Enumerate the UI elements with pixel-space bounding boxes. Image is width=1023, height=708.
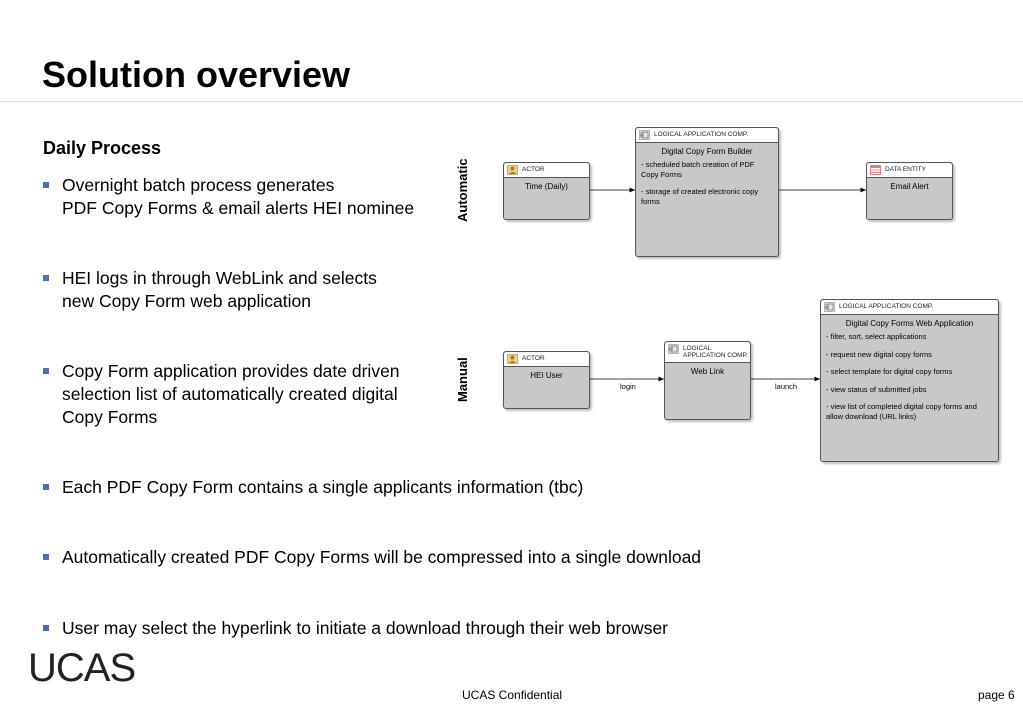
actor-hei-box: ACTOR HEI User <box>503 351 590 409</box>
application-component-icon <box>668 344 679 354</box>
component-feature: - view list of completed digital copy fo… <box>826 402 977 421</box>
component-feature: - view status of submitted jobs <box>826 384 927 394</box>
edge-label-login: login <box>620 382 636 391</box>
bullet-marker <box>43 625 49 631</box>
data-entity-icon <box>870 165 881 175</box>
bullet-marker <box>43 554 49 560</box>
bullet-marker <box>43 275 49 281</box>
component-kind-label: LOGICAL APPLICATION COMP. <box>654 131 749 138</box>
application-component-icon <box>639 130 650 140</box>
component-feature: - select template for digital copy forms <box>826 367 953 376</box>
bullet-marker <box>43 484 49 490</box>
actor-kind-label: ACTOR <box>522 166 545 173</box>
slide-title: Solution overview <box>42 54 351 95</box>
actor-time-name: Time (Daily) <box>525 182 568 191</box>
web-link-name: Web Link <box>690 367 725 376</box>
ucas-logo: UCAS <box>28 648 136 686</box>
logo-text: UCAS <box>28 648 135 686</box>
copy-form-builder-box: LOGICAL APPLICATION COMP. Digital Copy F… <box>635 127 779 257</box>
bullet-text: Overnight batch process generates PDF Co… <box>62 175 415 218</box>
component-feature: - request new digital copy forms <box>826 349 932 359</box>
title-divider <box>0 101 1023 102</box>
bullet-text: HEI logs in through WebLink and selects … <box>62 268 377 311</box>
bullet-text: Each PDF Copy Form contains a single app… <box>62 477 584 497</box>
page-number: page 6 <box>978 688 1015 702</box>
actor-icon <box>507 165 518 175</box>
component-feature: - scheduled batch creation of PDF Copy F… <box>641 160 755 179</box>
edge-label-launch: launch <box>775 382 798 391</box>
component-kind-label: LOGICAL APPLICATION COMP. <box>683 345 748 359</box>
copy-form-builder-name: Digital Copy Form Builder <box>661 147 753 156</box>
actor-kind-label: ACTOR <box>522 355 545 362</box>
bullet-text: Automatically created PDF Copy Forms wil… <box>62 547 702 567</box>
web-application-box: LOGICAL APPLICATION COMP. Digital Copy F… <box>820 299 999 462</box>
bullet-marker <box>43 182 49 188</box>
footer-confidential: UCAS Confidential <box>462 688 563 702</box>
actor-hei-name: HEI User <box>530 371 563 380</box>
entity-kind-label: DATA ENTITY <box>885 166 926 173</box>
web-application-name: Digital Copy Forms Web Application <box>845 319 974 328</box>
actor-time-box: ACTOR Time (Daily) <box>503 162 590 220</box>
section-heading: Daily Process <box>43 138 162 158</box>
application-component-icon <box>824 302 835 312</box>
component-feature: - storage of created electronic copy for… <box>641 187 759 206</box>
actor-icon <box>507 354 518 364</box>
bullet-text: User may select the hyperlink to initiat… <box>62 618 669 638</box>
bullet-marker <box>43 368 49 374</box>
web-link-box: LOGICAL APPLICATION COMP. Web Link <box>664 341 751 420</box>
component-feature: - filter, sort, select applications <box>826 332 927 341</box>
component-kind-label: LOGICAL APPLICATION COMP. <box>839 303 934 310</box>
email-alert-name: Email Alert <box>890 182 929 191</box>
email-alert-box: DATA ENTITY Email Alert <box>866 162 953 220</box>
bullet-text: Copy Form application provides date driv… <box>62 361 400 427</box>
